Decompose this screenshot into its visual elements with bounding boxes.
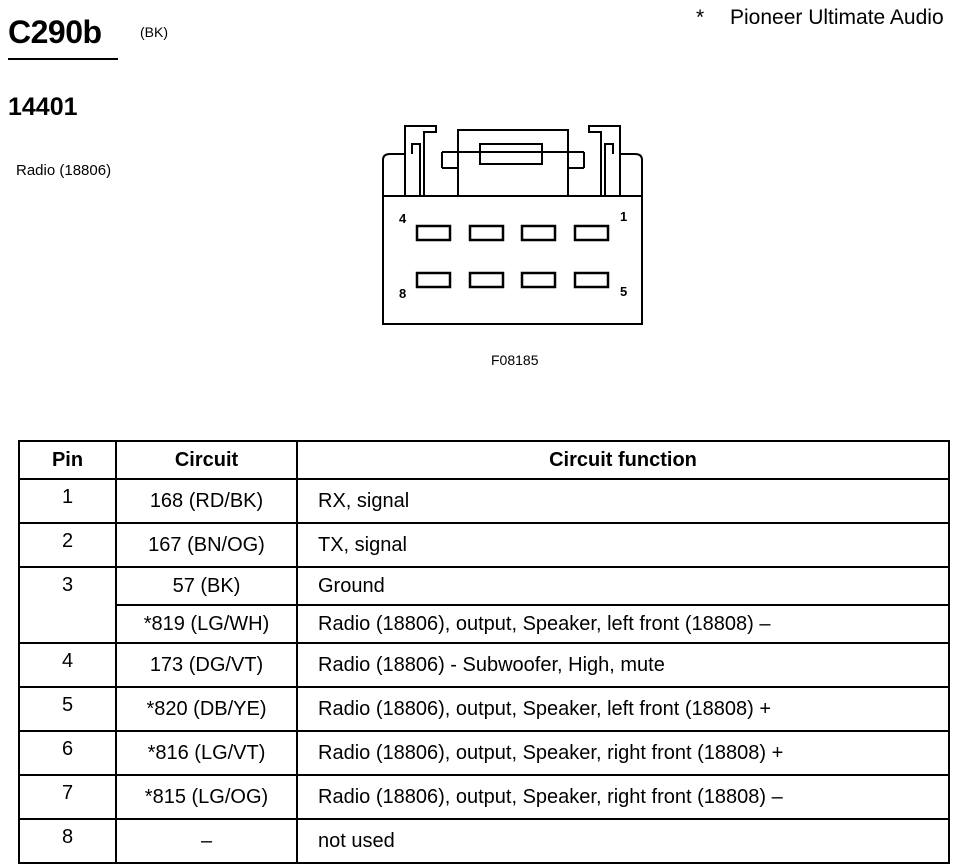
center-lock-tab bbox=[479, 143, 543, 165]
table-row: 7 *815 (LG/OG) Radio (18806), output, Sp… bbox=[18, 774, 950, 820]
circuit-cell: 167 (BN/OG) bbox=[115, 522, 298, 568]
footnote: * Pioneer Ultimate Audio bbox=[696, 6, 944, 30]
function-cell: Radio (18806) - Subwoofer, High, mute bbox=[296, 642, 950, 688]
table-row: 2 167 (BN/OG) TX, signal bbox=[18, 522, 950, 568]
component-name: Radio (18806) bbox=[16, 162, 112, 179]
pin-cavity-4 bbox=[415, 224, 452, 242]
footnote-marker: * bbox=[696, 6, 705, 29]
table-row: 5 *820 (DB/YE) Radio (18806), output, Sp… bbox=[18, 686, 950, 732]
footnote-text: Pioneer Ultimate Audio bbox=[730, 6, 944, 29]
header-pin: Pin bbox=[18, 440, 117, 480]
header-circuit: Circuit bbox=[115, 440, 298, 480]
circuit-cell: 57 (BK) bbox=[115, 566, 298, 606]
connector-color: (BK) bbox=[140, 24, 168, 40]
pin-label-5: 5 bbox=[620, 284, 627, 299]
function-cell: Radio (18806), output, Speaker, right fr… bbox=[296, 730, 950, 776]
right-latch bbox=[588, 125, 643, 196]
header-function: Circuit function bbox=[296, 440, 950, 480]
connector-id-underline bbox=[8, 58, 118, 60]
function-cell: Radio (18806), output, Speaker, left fro… bbox=[296, 604, 950, 644]
pinout-table: Pin Circuit Circuit function 1 168 (RD/B… bbox=[18, 440, 950, 864]
pin-cell: 3 bbox=[18, 566, 117, 644]
function-cell: not used bbox=[296, 818, 950, 864]
table-row: 4 173 (DG/VT) Radio (18806) - Subwoofer,… bbox=[18, 642, 950, 688]
pin-cavity-6 bbox=[520, 271, 557, 289]
function-cell: TX, signal bbox=[296, 522, 950, 568]
circuit-cell: *816 (LG/VT) bbox=[115, 730, 298, 776]
table-row: 6 *816 (LG/VT) Radio (18806), output, Sp… bbox=[18, 730, 950, 776]
pin-cell: 4 bbox=[18, 642, 117, 688]
connector-body bbox=[382, 195, 643, 325]
function-cell: Radio (18806), output, Speaker, left fro… bbox=[296, 686, 950, 732]
connector-face-diagram: 4 1 8 5 bbox=[382, 125, 643, 325]
table-row: 3 57 (BK) Ground bbox=[18, 566, 950, 644]
pin-cavity-2 bbox=[520, 224, 557, 242]
circuit-cell: – bbox=[115, 818, 298, 864]
pin-label-1: 1 bbox=[620, 209, 627, 224]
circuit-cell: *819 (LG/WH) bbox=[115, 604, 298, 644]
table-row: *819 (LG/WH) Radio (18806), output, Spea… bbox=[19, 604, 950, 644]
circuit-cell: 168 (RD/BK) bbox=[115, 478, 298, 524]
pin-cell: 8 bbox=[18, 818, 117, 864]
circuit-cell: 173 (DG/VT) bbox=[115, 642, 298, 688]
function-cell: Radio (18806), output, Speaker, right fr… bbox=[296, 774, 950, 820]
center-lock bbox=[457, 129, 569, 197]
figure-reference: F08185 bbox=[491, 352, 539, 368]
pin-label-8: 8 bbox=[399, 286, 406, 301]
left-latch-channel bbox=[411, 143, 421, 196]
part-number: 14401 bbox=[8, 93, 78, 121]
pin-cavity-1 bbox=[573, 224, 610, 242]
table-row: 1 168 (RD/BK) RX, signal bbox=[18, 478, 950, 524]
circuit-cell: *815 (LG/OG) bbox=[115, 774, 298, 820]
left-latch bbox=[382, 125, 437, 196]
pin-cell: 5 bbox=[18, 686, 117, 732]
pin-cavity-5 bbox=[573, 271, 610, 289]
table-header-row: Pin Circuit Circuit function bbox=[18, 440, 950, 480]
table-row: 8 – not used bbox=[18, 818, 950, 864]
pin-cell: 6 bbox=[18, 730, 117, 776]
pin-cavity-7 bbox=[468, 271, 505, 289]
pin-cavity-3 bbox=[468, 224, 505, 242]
circuit-cell: *820 (DB/YE) bbox=[115, 686, 298, 732]
pin-cell: 1 bbox=[18, 478, 117, 524]
function-cell: RX, signal bbox=[296, 478, 950, 524]
pin-label-4: 4 bbox=[399, 211, 407, 226]
pin-cell: 7 bbox=[18, 774, 117, 820]
pin-cell: 2 bbox=[18, 522, 117, 568]
connector-id: C290b bbox=[8, 14, 102, 50]
function-cell: Ground bbox=[296, 566, 950, 606]
pin-cavity-8 bbox=[415, 271, 452, 289]
right-latch-channel bbox=[604, 143, 614, 196]
